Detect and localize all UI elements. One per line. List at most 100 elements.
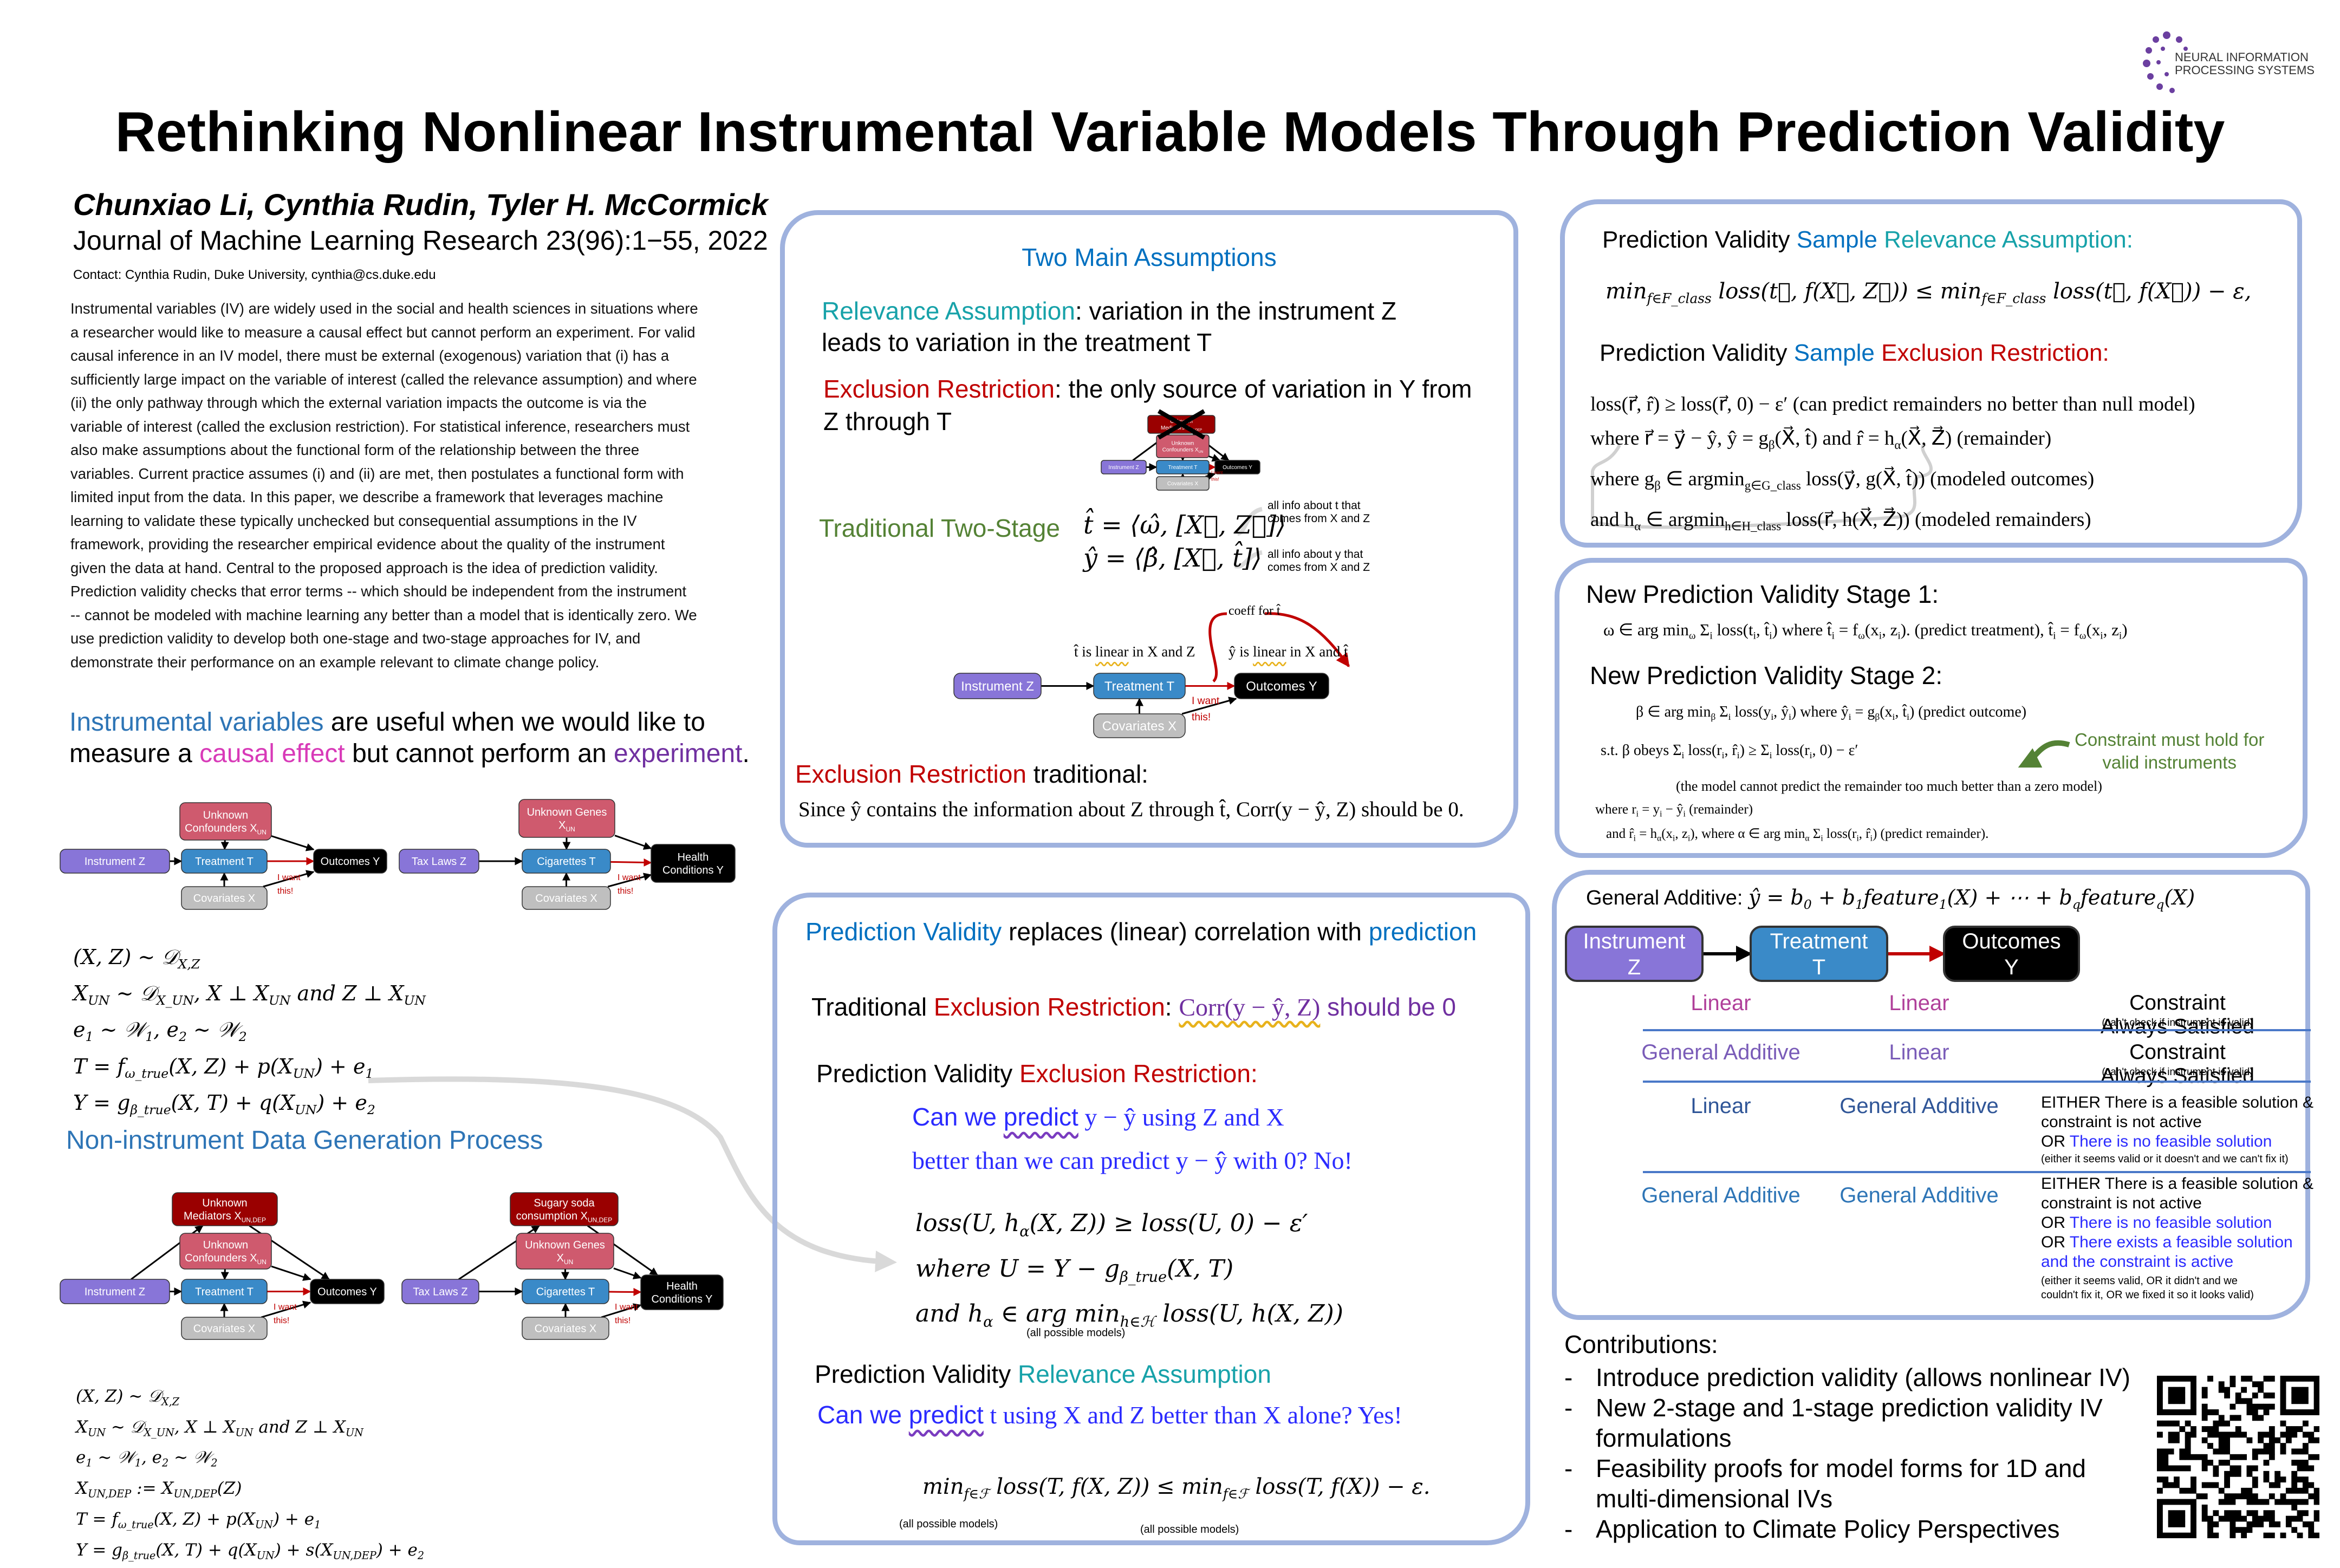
qr-module [2174,1437,2180,1443]
qr-module [2235,1432,2241,1437]
trad-text: : [1165,993,1179,1021]
qr-module [2213,1432,2219,1437]
qr-module [2280,1533,2286,1538]
node-tz-label: Tax Laws Z [413,1286,467,1298]
qr-module [2219,1437,2225,1443]
qr-module [2168,1437,2174,1443]
equation-line: e1 ∼ 𝒲1, e2 ∼ 𝒲2 [76,1445,424,1476]
edge-arrow [271,836,314,850]
qr-code[interactable] [2157,1376,2319,1538]
qr-module [2235,1466,2241,1472]
poster-title: Rethinking Nonlinear Instrumental Variab… [0,100,2340,165]
qr-module [2258,1499,2264,1505]
qr-module [2264,1393,2270,1398]
qr-module [2314,1426,2319,1432]
qr-module [2179,1466,2185,1472]
qr-module [2235,1426,2241,1432]
row-result: EITHER There is a feasible solution &con… [2041,1093,2313,1167]
qr-module [2230,1415,2235,1421]
qr-module [2280,1448,2286,1454]
t-linear-word: linear [1095,643,1128,660]
qr-module [2269,1454,2275,1460]
qr-module [2190,1432,2196,1437]
qr-module [2168,1398,2174,1404]
qr-module [2190,1393,2196,1398]
relevance-assumption-text: Relevance Assumption: variation in the i… [822,295,1396,358]
qr-module [2308,1466,2314,1472]
qr-module [2202,1415,2208,1421]
exclusion-traditional-heading: Exclusion Restriction traditional: [795,759,1148,789]
qr-module [2174,1387,2180,1393]
panel-heading: Two Main Assumptions [780,243,1518,272]
eq-y-hat: ŷ = ⟨β̂, [X⃗, t̂]⟩ [1083,543,1262,572]
row-model-treatment: General Additive [1641,1183,1800,1208]
stage1-heading: New Prediction Validity Stage 1: [1586,580,1939,609]
i-want-this-label: this! [277,887,293,896]
qr-module [2157,1409,2163,1415]
qr-module [2157,1454,2163,1460]
h-text: Prediction Validity [1602,226,1797,253]
node-tz-label: Tax Laws Z [412,856,466,868]
qr-module [2308,1527,2314,1533]
qr-module [2269,1482,2275,1488]
pv-label: Prediction Validity [805,918,1002,946]
qr-module [2297,1409,2303,1415]
qr-module [2280,1476,2286,1482]
all-models-note: (all possible models) [1140,1524,1239,1536]
qr-module [2264,1499,2270,1505]
abstract-line: learning to validate these typically unc… [70,509,698,533]
row-model-outcome: General Additive [1839,1094,1999,1118]
qr-module [2213,1466,2219,1472]
equation-line: (X, Z) ∼ 𝒟X,Z [76,1384,424,1415]
qr-module [2241,1454,2247,1460]
qr-module [2247,1471,2253,1477]
trad-should: should be 0 [1320,993,1456,1021]
note-line: comes from X and Z [1268,561,1370,574]
qr-module [2190,1381,2196,1387]
qr-module [2162,1448,2168,1454]
qr-module [2162,1476,2168,1482]
qr-module [2230,1404,2235,1410]
contributions-heading: Contributions: [1564,1330,1718,1359]
qr-module [2190,1454,2196,1460]
qr-module [2157,1448,2163,1454]
qr-module [2168,1466,2174,1472]
qr-module [2230,1381,2235,1387]
y-linear-word: linear [1253,643,1286,660]
traditional-exclusion-line: Traditional Exclusion Restriction: Corr(… [811,992,1456,1022]
qr-module [2213,1409,2219,1415]
qr-module [2190,1404,2196,1410]
qr-module [2235,1527,2241,1533]
qr-module [2303,1499,2309,1505]
node-genes-label: Unknown Genes [527,806,607,818]
qr-module [2179,1409,2185,1415]
exclusion-text: : the only source of variation in Y from [1055,375,1472,403]
equation-line: XUN ∼ 𝒟X_UN, X ⊥ XUN and Z ⊥ XUN [76,1415,424,1446]
qr-module [2308,1376,2314,1382]
qr-module [2274,1499,2280,1505]
ga-label: General Additive: [1586,887,1748,909]
blurb-iv: Instrumental variables [69,708,324,737]
qr-module [2202,1510,2208,1516]
relevance-text: : variation in the instrument Z [1075,297,1396,325]
qr-module [2162,1376,2168,1382]
table-divider [1643,1171,2311,1173]
qr-module [2303,1409,2309,1415]
qr-module [2162,1499,2168,1505]
row-result-note: (can't check if instrument is valid) [2102,1017,2253,1029]
qr-module [2280,1387,2286,1393]
qr-module [2213,1421,2219,1427]
qr-module [2241,1516,2247,1522]
qr-module [2179,1533,2185,1538]
qr-module [2269,1404,2275,1410]
qr-module [2190,1488,2196,1494]
abstract-line: use prediction validity to develop both … [70,627,698,650]
exclusion-text: Z through T [823,407,952,435]
qr-module [2168,1533,2174,1538]
row-model-treatment: Linear [1691,991,1751,1016]
since-statement: Since ŷ contains the information about Z… [798,797,1464,822]
qr-module [2303,1387,2309,1393]
qr-module [2286,1516,2292,1522]
qr-module [2207,1426,2213,1432]
or-word: OR [2041,1233,2070,1251]
